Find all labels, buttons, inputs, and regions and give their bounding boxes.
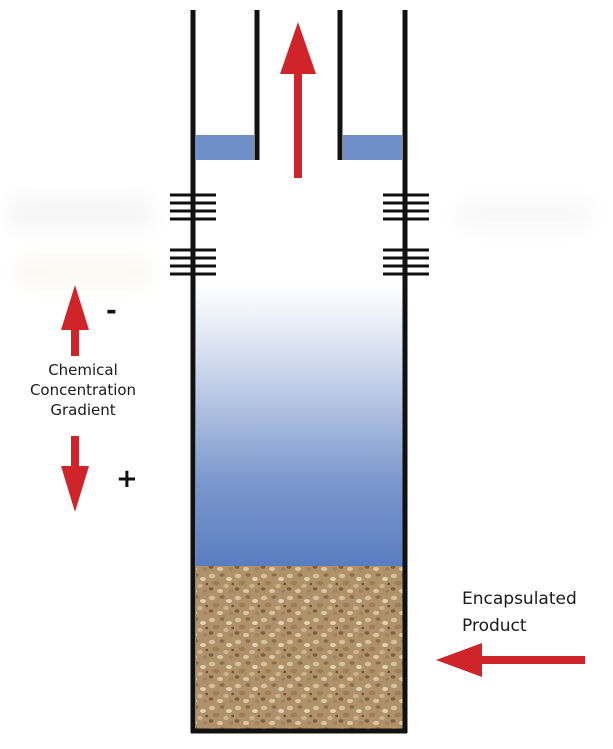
thread-right-lower bbox=[383, 248, 429, 276]
encapsulated-product-label: Encapsulated Product bbox=[462, 586, 577, 640]
encapsulated-product-layer bbox=[196, 566, 404, 731]
product-label-line-2: Product bbox=[462, 616, 527, 636]
gradient-label-line-3: Gradient bbox=[50, 401, 116, 419]
arrow-up-icon bbox=[280, 22, 316, 178]
low-concentration-sign: - bbox=[106, 296, 117, 326]
liquid-gradient-column bbox=[196, 284, 404, 566]
thread-right-upper bbox=[383, 193, 429, 221]
gradient-label-line-1: Chemical bbox=[48, 361, 118, 379]
gradient-arrow-up-icon bbox=[61, 285, 89, 356]
gradient-label-line-2: Concentration bbox=[29, 381, 137, 399]
product-label-line-1: Encapsulated bbox=[462, 589, 577, 609]
upper-liquid-left bbox=[196, 135, 254, 160]
gradient-arrow-down-icon bbox=[61, 436, 89, 512]
upper-liquid-right bbox=[343, 135, 402, 160]
background-smudges bbox=[10, 200, 590, 282]
thread-left-lower bbox=[170, 248, 216, 276]
arrow-left-icon bbox=[436, 643, 585, 677]
concentration-gradient-label: Chemical Concentration Gradient bbox=[12, 360, 154, 420]
high-concentration-sign: + bbox=[116, 464, 138, 494]
vessel-walls bbox=[190, 10, 408, 734]
thread-left-upper bbox=[170, 193, 216, 221]
